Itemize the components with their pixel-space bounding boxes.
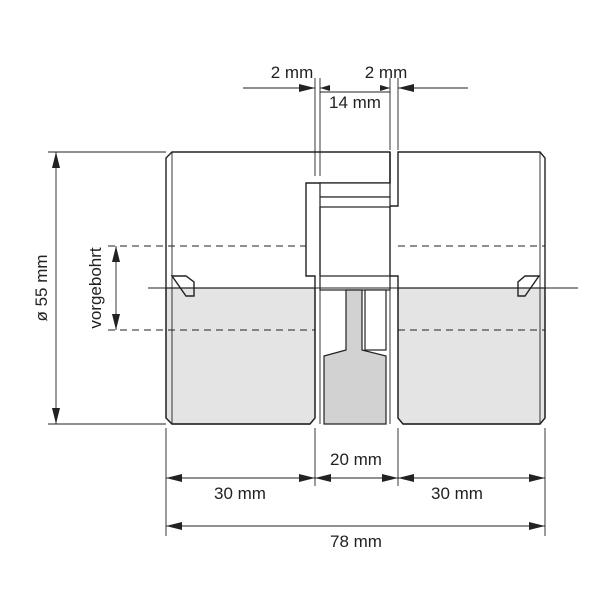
jaw-length-label: 14 mm bbox=[329, 93, 381, 112]
gap-right-label: 2 mm bbox=[365, 63, 408, 82]
gap-left-label: 2 mm bbox=[271, 63, 314, 82]
gap-left-arrow-a bbox=[299, 84, 315, 92]
bore-arrow-bottom bbox=[112, 314, 120, 330]
gap-left-arrow-b bbox=[320, 85, 330, 91]
gap-right-arrow-b bbox=[380, 85, 390, 91]
hub-right-arrow-a bbox=[398, 474, 414, 482]
spider-arrow-left bbox=[315, 474, 331, 482]
gap-right-arrow-a bbox=[398, 84, 414, 92]
spider-section bbox=[323, 289, 387, 425]
total-arrow-left bbox=[166, 522, 182, 530]
hub-left-label: 30 mm bbox=[214, 484, 266, 503]
left-hub-section bbox=[165, 287, 316, 425]
upper-jaw-face bbox=[319, 196, 391, 208]
total-arrow-right bbox=[529, 522, 545, 530]
hub-left-arrow-b bbox=[299, 474, 315, 482]
bore-label: vorgebohrt bbox=[86, 247, 105, 329]
hub-left-arrow-a bbox=[166, 474, 182, 482]
hub-right-arrow-b bbox=[529, 474, 545, 482]
spider-arrow-right bbox=[382, 474, 398, 482]
left-set-screw bbox=[170, 275, 195, 297]
spider-length-label: 20 mm bbox=[330, 450, 382, 469]
diameter-arrow-bottom bbox=[52, 408, 60, 424]
upper-spider-arm bbox=[319, 182, 391, 198]
spider-gap bbox=[364, 289, 387, 351]
right-hub-section bbox=[397, 287, 546, 425]
hub-right-label: 30 mm bbox=[431, 484, 483, 503]
right-set-screw bbox=[517, 275, 541, 297]
right-hub-outline bbox=[389, 151, 546, 425]
bore-arrow-top bbox=[112, 246, 120, 262]
total-length-label: 78 mm bbox=[330, 532, 382, 551]
diameter-label: ø 55 mm bbox=[32, 254, 51, 321]
diameter-arrow-top bbox=[52, 152, 60, 168]
